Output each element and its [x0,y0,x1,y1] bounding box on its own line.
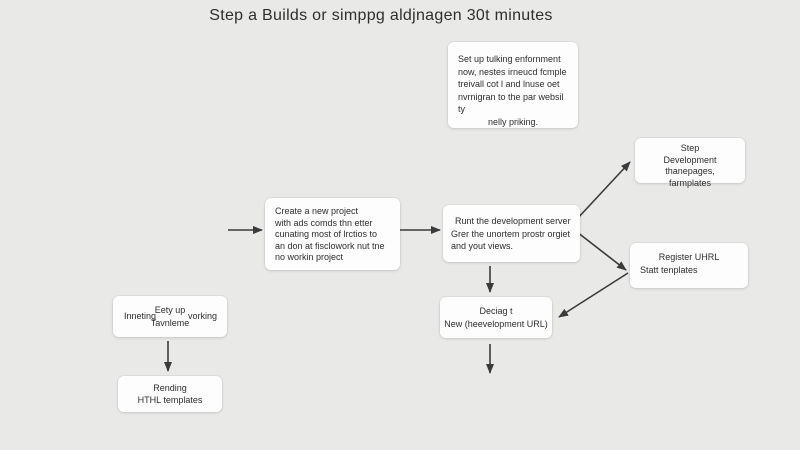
setup-note-box: Set up tulking enfornment now, nestes ir… [448,42,578,128]
create-project-line: no workin project [275,252,344,262]
render-templates-line: Rending [153,383,187,393]
register-url-line: Register UHRL [658,252,720,262]
diagram-title: Step a Builds or simppg aldjnagen 30t mi… [209,7,553,24]
setup-working-box: Eety up Inneting vorking Tavnleme [113,296,227,337]
setup-note-line: Set up tulking enfornment [458,54,561,64]
arrow-run-to-register [576,231,627,271]
step-development-line: farmplates [668,177,712,188]
run-server-box: Runt the development server Grer the uno… [443,205,580,262]
step-development-line: Development thanepages, [663,154,717,177]
create-project-line: cunating most of lrctios to [275,229,378,239]
deploy-box: Deciag t New (heevelopment URL) [440,297,552,338]
register-url-line: Statt tenplates [640,265,698,275]
create-project-box: Create a new project with ads comds thn … [265,198,400,270]
deploy-line: New (heevelopment URL) [444,318,548,329]
create-project-line: with ads comds thn etter [275,217,373,228]
setup-note-line: nvrnigran to the par websil ty [458,91,564,115]
setup-note-line: now, nestes irneucd fcmple [458,66,567,77]
render-templates-box: Rending HTHL templates [118,376,222,412]
register-url-box: Register UHRL Statt tenplates [630,243,748,288]
setup-note-line: treivall cot l and lnuse oet [458,79,560,90]
setup-working-word: Inneting [124,311,157,321]
step-development-box: Step Development thanepages, farmplates [635,138,745,188]
setup-working-word: vorking [187,311,217,321]
run-server-line: and yout views. [451,241,514,251]
run-server-line: Grer the unortem prostr orgiet [451,228,571,239]
arrow-run-to-stepdev [576,161,631,220]
create-project-line: an don at fisclowork nut tne [275,240,385,251]
create-project-line: Create a new project [275,206,359,216]
setup-working-word: Tavnleme [150,318,190,328]
deploy-line: Deciag t [479,306,513,316]
setup-note-line: nelly priking. [487,116,539,127]
setup-working-word: Eety up [154,305,186,315]
run-server-line: Runt the development server [455,216,571,226]
step-development-line: Step [680,143,700,153]
arrow-register-to-deploy [558,272,629,318]
render-templates-line: HTHL templates [137,395,203,405]
